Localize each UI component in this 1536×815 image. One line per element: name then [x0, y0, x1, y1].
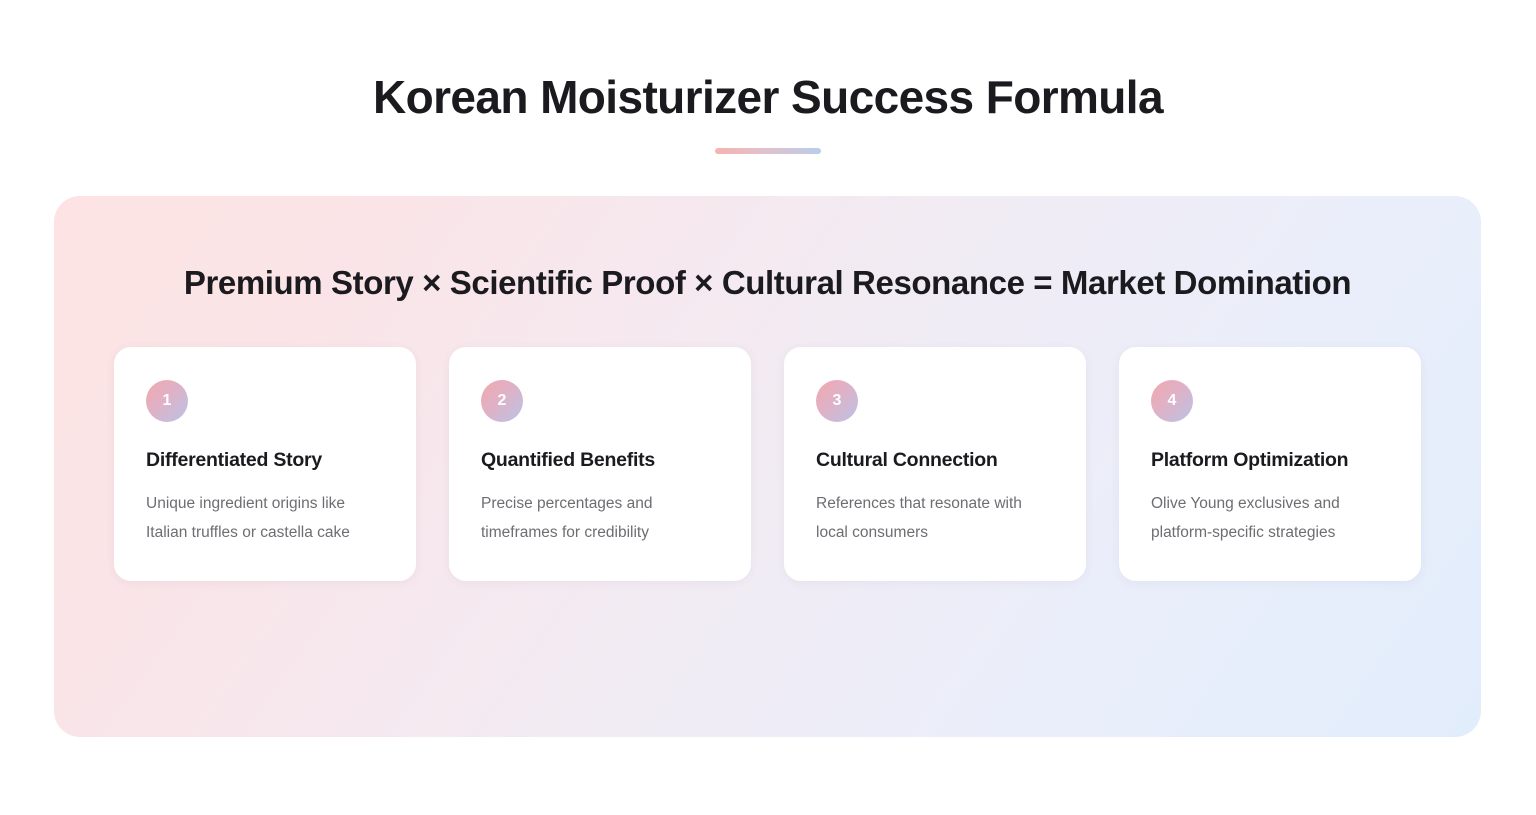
pillar-card-description: Unique ingredient origins like Italian t…: [146, 494, 350, 541]
pillar-card-title: Cultural Connection: [816, 449, 998, 472]
formula-heading: Premium Story × Scientific Proof × Cultu…: [183, 264, 1352, 301]
pillar-card-2[interactable]: 2 Quantified Benefits Precise percentage…: [449, 347, 751, 582]
number-badge-icon: 2: [481, 380, 523, 423]
pillar-card-4[interactable]: 4 Platform Optimization Olive Young excl…: [1119, 347, 1421, 582]
pillar-card-row: 1 Differentiated Story Unique ingredient…: [114, 347, 1421, 582]
pillar-card-title: Platform Optimization: [1151, 449, 1349, 472]
formula-panel: Premium Story × Scientific Proof × Cultu…: [54, 196, 1481, 737]
pillar-card-description: Precise percentages and timeframes for c…: [481, 494, 653, 541]
pillar-card-title: Differentiated Story: [146, 449, 322, 472]
slide-header: Korean Moisturizer Success Formula: [0, 0, 1536, 154]
pillar-card-title: Quantified Benefits: [481, 449, 656, 472]
number-badge-icon: 1: [146, 380, 188, 423]
page-title: Korean Moisturizer Success Formula: [373, 71, 1164, 123]
number-badge-icon: 3: [816, 380, 858, 423]
title-underline-accent: [715, 147, 821, 154]
pillar-card-3[interactable]: 3 Cultural Connection References that re…: [784, 347, 1086, 582]
pillar-card-description: Olive Young exclusives and platform-spec…: [1151, 494, 1340, 541]
pillar-card-1[interactable]: 1 Differentiated Story Unique ingredient…: [114, 347, 416, 582]
number-badge-icon: 4: [1151, 380, 1193, 423]
pillar-card-description: References that resonate with local cons…: [816, 494, 1022, 541]
